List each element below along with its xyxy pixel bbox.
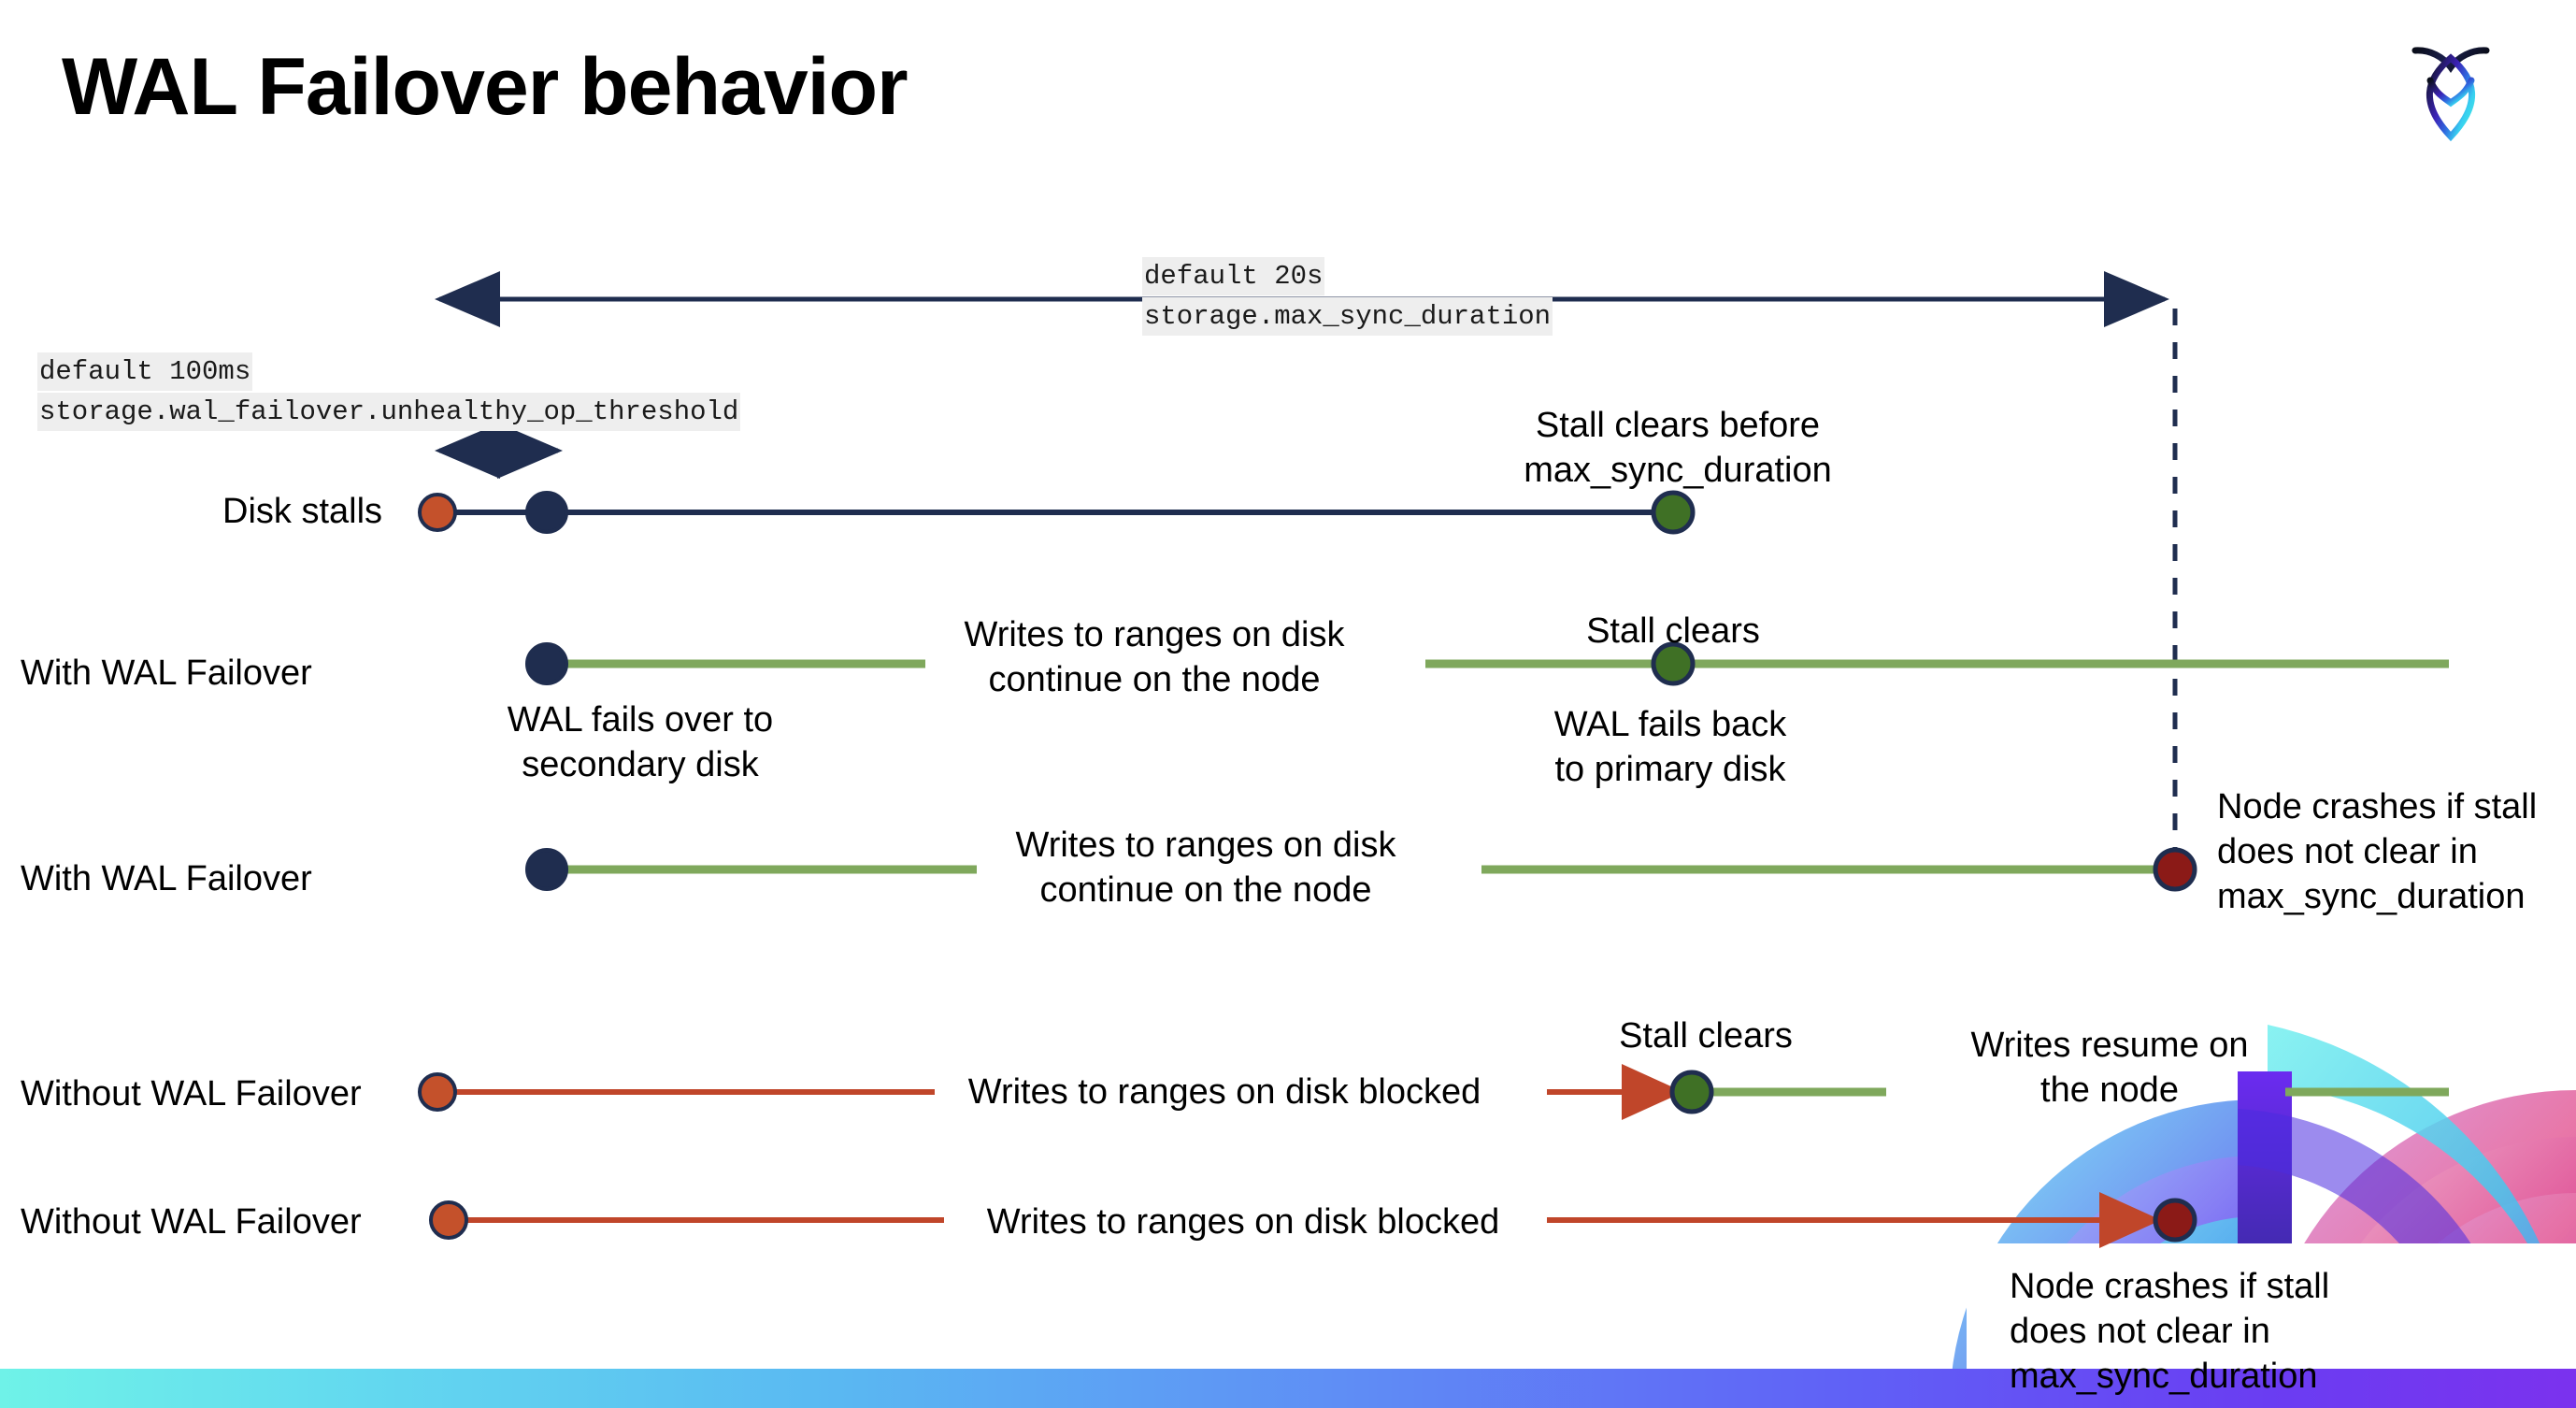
- annot-wal-fails-back: WAL fails back to primary disk: [1553, 705, 1787, 789]
- row-label-without-wal-failover-clears: Without WAL Failover: [21, 1074, 362, 1113]
- marker-stall-clears-disk: [1651, 490, 1696, 535]
- annot-writes-continue-2: Writes to ranges on disk continue on the…: [1015, 826, 1396, 910]
- marker-stall-start: [418, 493, 457, 532]
- bottom-gradient-bar: [0, 1369, 2576, 1408]
- max-sync-duration-default-chip: default 20s: [1142, 257, 1325, 296]
- marker-stall-start-row4: [418, 1072, 457, 1112]
- row-track-with-wal-failover-clears: [525, 641, 2449, 686]
- annot-wal-fails-over: WAL fails over to secondary disk: [507, 700, 774, 784]
- annot-node-crashes-1: Node crashes if stall does not clear in …: [2217, 787, 2538, 916]
- marker-wal-fails-over-2: [525, 848, 568, 891]
- marker-node-crash-2: [2153, 1198, 2197, 1243]
- annot-stall-clears: Stall clears: [1586, 611, 1760, 651]
- marker-stall-clears-row4: [1669, 1070, 1714, 1114]
- annot-writes-blocked-2: Writes to ranges on disk blocked: [986, 1202, 1500, 1242]
- row-label-disk-stalls: Disk stalls: [222, 492, 383, 531]
- annot-stall-clears-before: Stall clears before max_sync_duration: [1524, 406, 1832, 490]
- row-label-with-wal-failover-clears: With WAL Failover: [21, 654, 312, 693]
- annot-writes-blocked: Writes to ranges on disk blocked: [967, 1072, 1481, 1112]
- page-title: WAL Failover behavior: [62, 42, 909, 132]
- marker-failover-trigger: [525, 491, 568, 534]
- annot-writes-resume: Writes resume on the node: [1970, 1026, 2249, 1110]
- marker-node-crash-1: [2153, 847, 2197, 892]
- row-label-with-wal-failover-crash: With WAL Failover: [21, 859, 312, 898]
- annot-stall-clears-2: Stall clears: [1619, 1016, 1793, 1056]
- row-label-without-wal-failover-crash: Without WAL Failover: [21, 1202, 362, 1242]
- cockroachdb-logo: [2385, 26, 2516, 150]
- unhealthy-op-threshold-setting-chip: storage.wal_failover.unhealthy_op_thresh…: [37, 393, 741, 432]
- unhealthy-op-threshold-default-chip: default 100ms: [37, 352, 253, 392]
- marker-wal-fails-over: [525, 642, 568, 685]
- annot-writes-continue: Writes to ranges on disk continue on the…: [964, 615, 1345, 699]
- row-track-disk-stalls: [418, 490, 1696, 535]
- max-sync-duration-setting-chip: storage.max_sync_duration: [1142, 297, 1553, 337]
- marker-stall-start-row5: [429, 1200, 468, 1240]
- annot-node-crashes-2: Node crashes if stall does not clear in …: [2010, 1267, 2330, 1396]
